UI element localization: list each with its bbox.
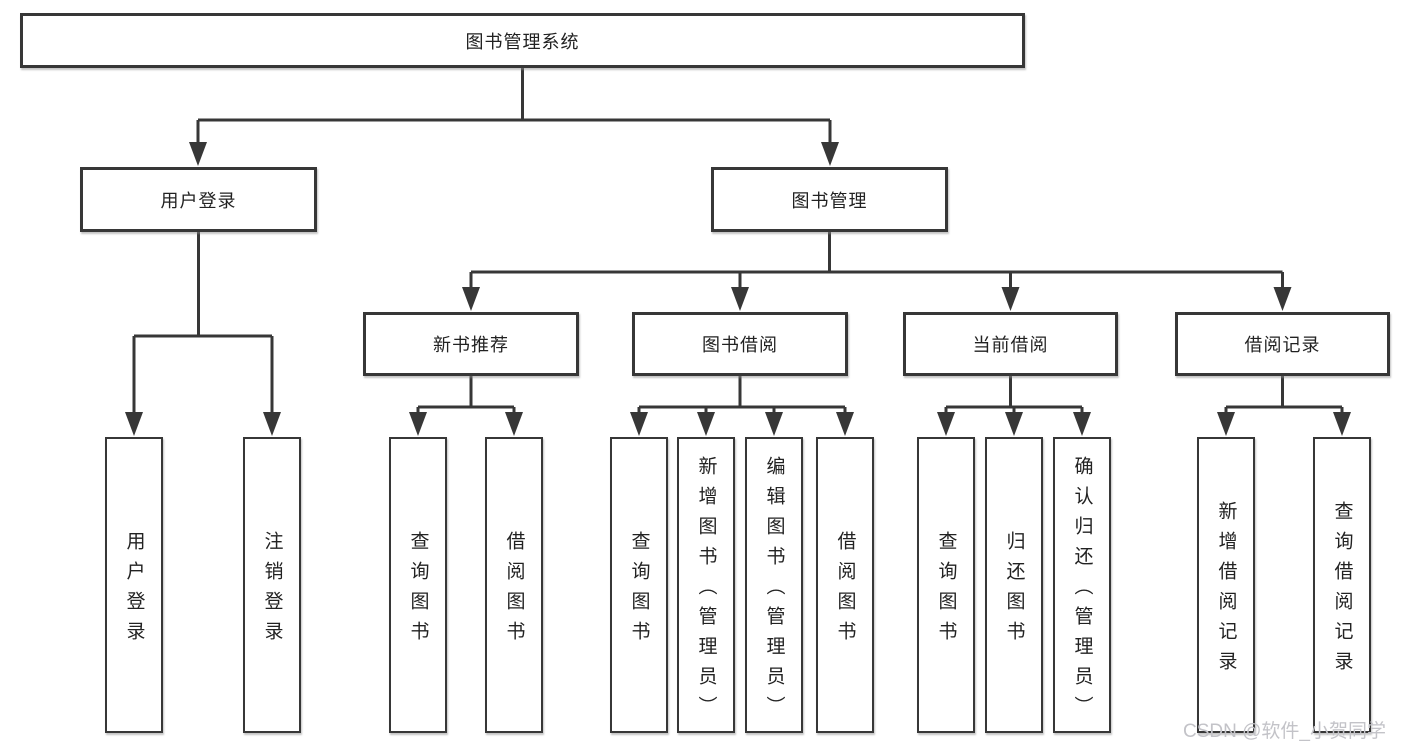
leaf-label: 确认归还（管理员）: [1071, 455, 1093, 726]
arrowhead-icon: [1217, 412, 1235, 436]
leaf-return-book: 归还图书: [985, 437, 1043, 733]
leaf-label: 查询图书: [935, 530, 957, 651]
arrowhead-icon: [765, 412, 783, 436]
leaf-borrow-books-recommend: 借阅图书: [485, 437, 543, 733]
arrowhead-icon: [1005, 412, 1023, 436]
node-book-borrowing: 图书借阅: [632, 312, 848, 376]
leaf-query-borrow-record: 查询借阅记录: [1313, 437, 1371, 733]
leaf-label: 查询图书: [628, 530, 650, 651]
arrowhead-icon: [263, 412, 281, 436]
leaf-add-book-admin: 新增图书（管理员）: [677, 437, 735, 733]
arrowhead-icon: [836, 412, 854, 436]
leaf-label: 用户登录: [123, 530, 145, 651]
leaf-label: 注销登录: [261, 530, 283, 651]
node-new-book-recommend: 新书推荐: [363, 312, 579, 376]
leaf-user-login: 用户登录: [105, 437, 163, 733]
arrowhead-icon: [409, 412, 427, 436]
leaf-label: 编辑图书（管理员）: [763, 455, 785, 726]
leaf-logout: 注销登录: [243, 437, 301, 733]
node-label: 图书管理系统: [465, 31, 580, 52]
arrowhead-icon: [630, 412, 648, 436]
arrowhead-icon: [189, 142, 207, 166]
arrowhead-icon: [125, 412, 143, 436]
node-label: 用户登录: [160, 190, 237, 211]
leaf-label: 查询借阅记录: [1331, 500, 1353, 681]
arrowhead-icon: [937, 412, 955, 436]
node-book-management: 图书管理: [711, 167, 948, 232]
leaf-label: 新增借阅记录: [1215, 500, 1237, 681]
arrowhead-icon: [731, 287, 749, 311]
node-user-login: 用户登录: [80, 167, 317, 232]
leaf-confirm-return-admin: 确认归还（管理员）: [1053, 437, 1111, 733]
node-label: 借阅记录: [1244, 335, 1321, 355]
leaf-edit-book-admin: 编辑图书（管理员）: [745, 437, 803, 733]
arrowhead-icon: [1001, 287, 1020, 311]
arrowhead-icon: [462, 287, 480, 311]
leaf-label: 借阅图书: [503, 530, 525, 651]
node-label: 新书推荐: [433, 335, 509, 355]
leaf-query-books-current: 查询图书: [917, 437, 975, 733]
leaf-query-books-borrowing: 查询图书: [610, 437, 668, 733]
csdn-watermark: CSDN @软件_小贺同学: [1183, 721, 1386, 742]
leaf-label: 查询图书: [407, 530, 429, 651]
leaf-query-books-recommend: 查询图书: [389, 437, 447, 733]
node-label: 图书管理: [791, 190, 868, 211]
node-label: 图书借阅: [702, 335, 778, 355]
leaf-add-borrow-record: 新增借阅记录: [1197, 437, 1255, 733]
arrowhead-icon: [1273, 287, 1292, 311]
leaf-label: 借阅图书: [834, 530, 856, 651]
arrowhead-icon: [697, 412, 715, 436]
arrowhead-icon: [1333, 412, 1351, 436]
arrowhead-icon: [1073, 412, 1091, 436]
node-borrow-records: 借阅记录: [1175, 312, 1390, 376]
leaf-label: 新增图书（管理员）: [695, 455, 717, 726]
arrowhead-icon: [505, 412, 523, 436]
leaf-label: 归还图书: [1003, 530, 1025, 651]
node-library-management-system: 图书管理系统: [20, 13, 1025, 68]
arrowhead-icon: [821, 142, 839, 166]
node-current-borrowing: 当前借阅: [903, 312, 1118, 376]
node-label: 当前借阅: [972, 335, 1049, 355]
leaf-borrow-books-borrowing: 借阅图书: [816, 437, 874, 733]
